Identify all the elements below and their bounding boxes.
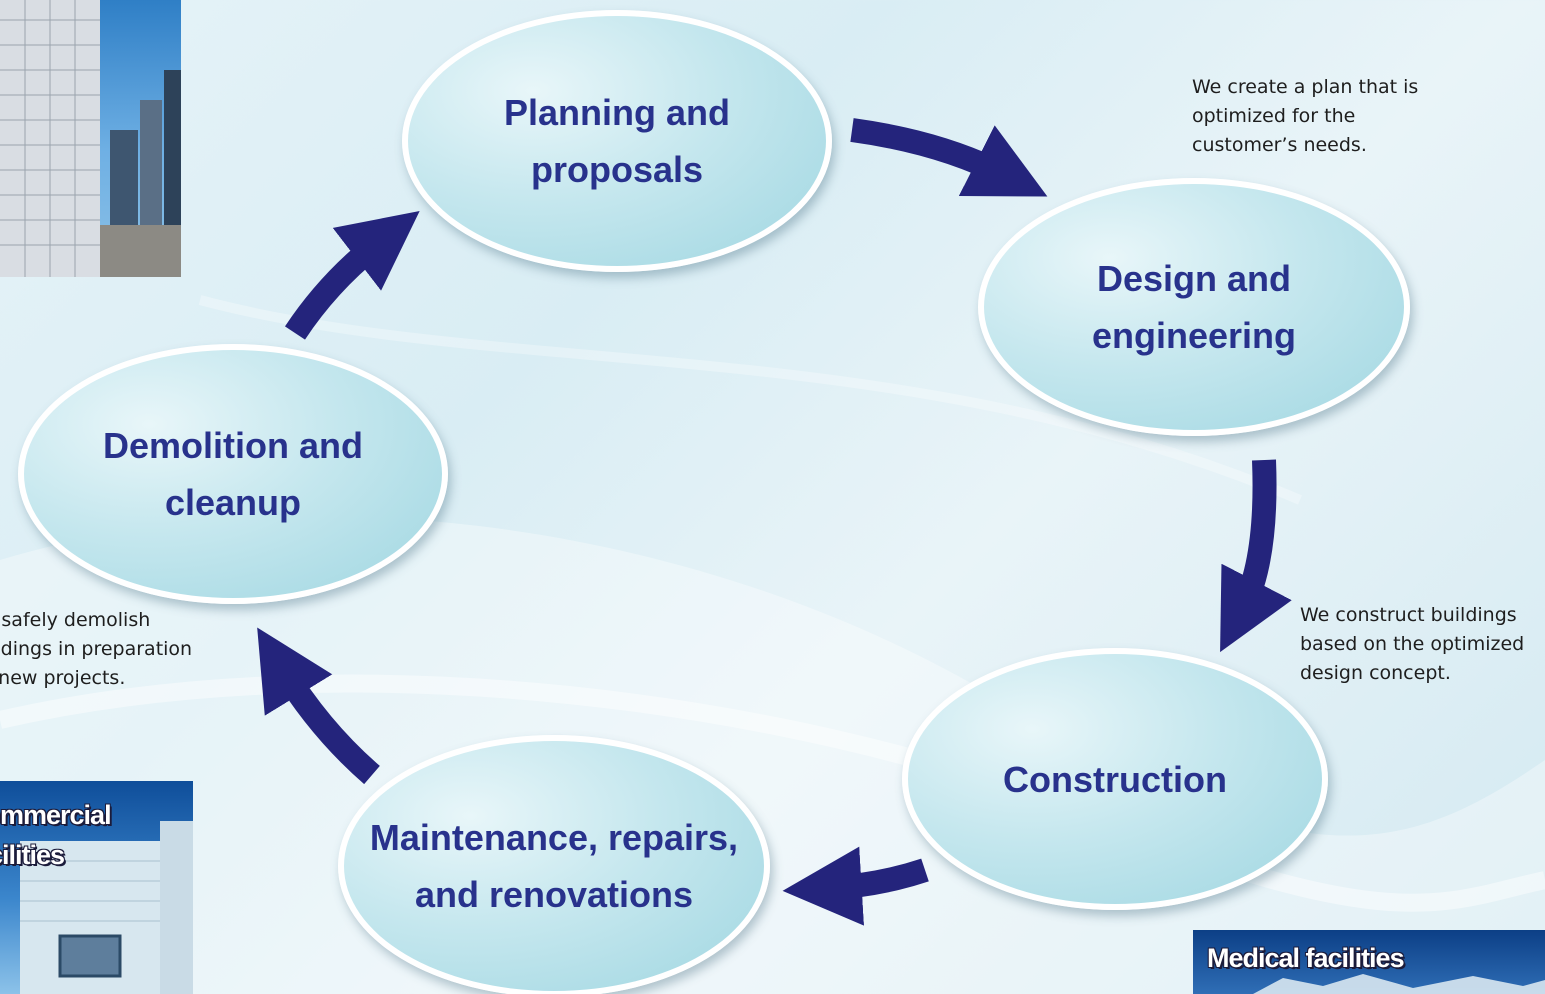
stage-demolition: Demolition and cleanup: [18, 344, 448, 604]
stage-construction: Construction: [902, 648, 1328, 910]
stage-maintenance-label: Maintenance, repairs, and renovations: [369, 817, 739, 915]
stage-maintenance: Maintenance, repairs, and renovations: [338, 735, 770, 994]
tower-building-photo: [0, 0, 181, 277]
demolition-description: We safely demolish buildings in preparat…: [0, 609, 193, 689]
commercial-facilities-label: Commercial facilities: [0, 800, 112, 870]
construction-description: We construct buildings based on the opti…: [1300, 604, 1525, 684]
stage-planning-label: Planning and proposals: [503, 92, 730, 190]
stage-design: Design and engineering: [978, 178, 1410, 436]
stage-construction-label: Construction: [1003, 758, 1227, 800]
medical-facilities-label: Medical facilities: [1207, 943, 1405, 973]
planning-description: We create a plan that is optimized for t…: [1192, 76, 1419, 156]
medical-facilities-photo: Medical facilities: [1193, 930, 1545, 994]
commercial-facilities-photo: Commercial facilities: [0, 781, 193, 994]
stage-demolition-label: Demolition and cleanup: [103, 425, 363, 523]
stage-planning: Planning and proposals: [402, 10, 832, 272]
stage-design-label: Design and engineering: [1091, 258, 1297, 356]
